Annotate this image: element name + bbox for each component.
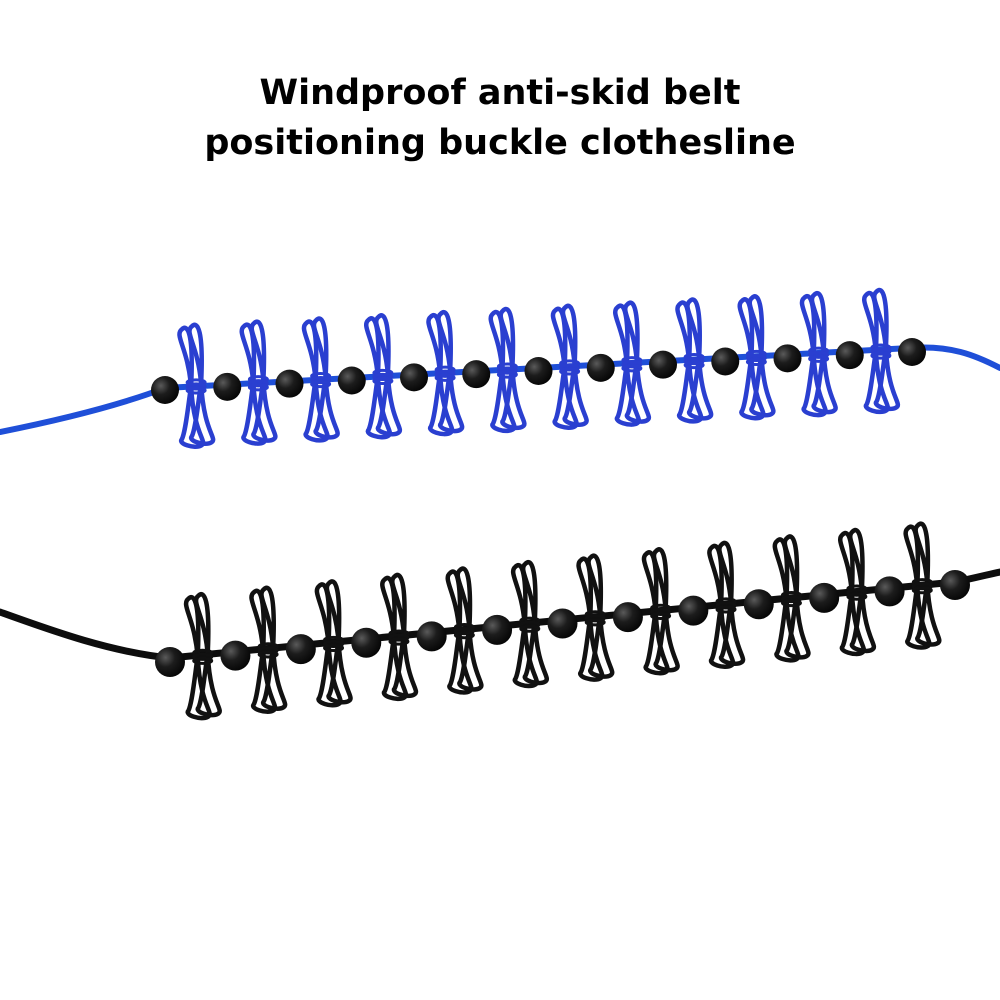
bead [874, 576, 905, 607]
bead [416, 621, 447, 652]
bead [213, 372, 242, 401]
bead [678, 595, 709, 626]
title-line-2: positioning buckle clothesline [204, 123, 796, 163]
clothes-clip [737, 294, 776, 421]
bead [898, 338, 926, 366]
clothes-clip [862, 287, 901, 415]
clothes-clip [903, 521, 942, 650]
clothes-clip [799, 291, 838, 418]
clothes-clip [249, 585, 288, 714]
bead [773, 344, 802, 373]
bead [285, 634, 316, 665]
bead [337, 366, 366, 395]
clothes-clip [301, 316, 340, 443]
blue-clothesline [0, 287, 1000, 449]
clothes-clip [314, 579, 353, 708]
bead [400, 363, 428, 392]
clothes-clip [838, 528, 877, 657]
bead [275, 369, 304, 398]
bead [809, 582, 840, 613]
bead [462, 360, 491, 389]
clothes-clip [510, 560, 549, 689]
clothes-clip [488, 306, 527, 434]
clothes-clip [426, 310, 465, 437]
cord [0, 568, 1000, 662]
bead [547, 608, 578, 639]
clothes-clip [183, 592, 222, 721]
clothes-clip [641, 547, 680, 676]
title-line-1: Windproof anti-skid belt [259, 73, 741, 113]
bead [155, 647, 185, 677]
bead [586, 353, 615, 382]
clothes-clip [576, 553, 615, 682]
black-clothesline [0, 521, 1000, 721]
clothes-clip [707, 540, 746, 670]
clothes-clip [445, 566, 484, 695]
clothes-clip [613, 300, 652, 427]
clothes-clip [364, 313, 403, 440]
bead [612, 602, 643, 633]
bead [351, 627, 382, 658]
clothes-clip [380, 572, 419, 702]
bead [482, 614, 513, 645]
clothes-clip [772, 534, 811, 663]
bead [524, 357, 553, 385]
bead [711, 347, 740, 376]
clothes-clip [675, 297, 714, 424]
clothes-clip [177, 322, 216, 449]
bead [940, 570, 970, 600]
clothes-clip [550, 303, 589, 430]
bead [743, 589, 774, 620]
bead [649, 350, 677, 379]
product-title: Windproof anti-skid belt positioning buc… [0, 68, 1000, 168]
bead [220, 640, 251, 671]
bead [835, 341, 864, 370]
clothes-clip [239, 319, 278, 446]
bead [151, 376, 179, 404]
